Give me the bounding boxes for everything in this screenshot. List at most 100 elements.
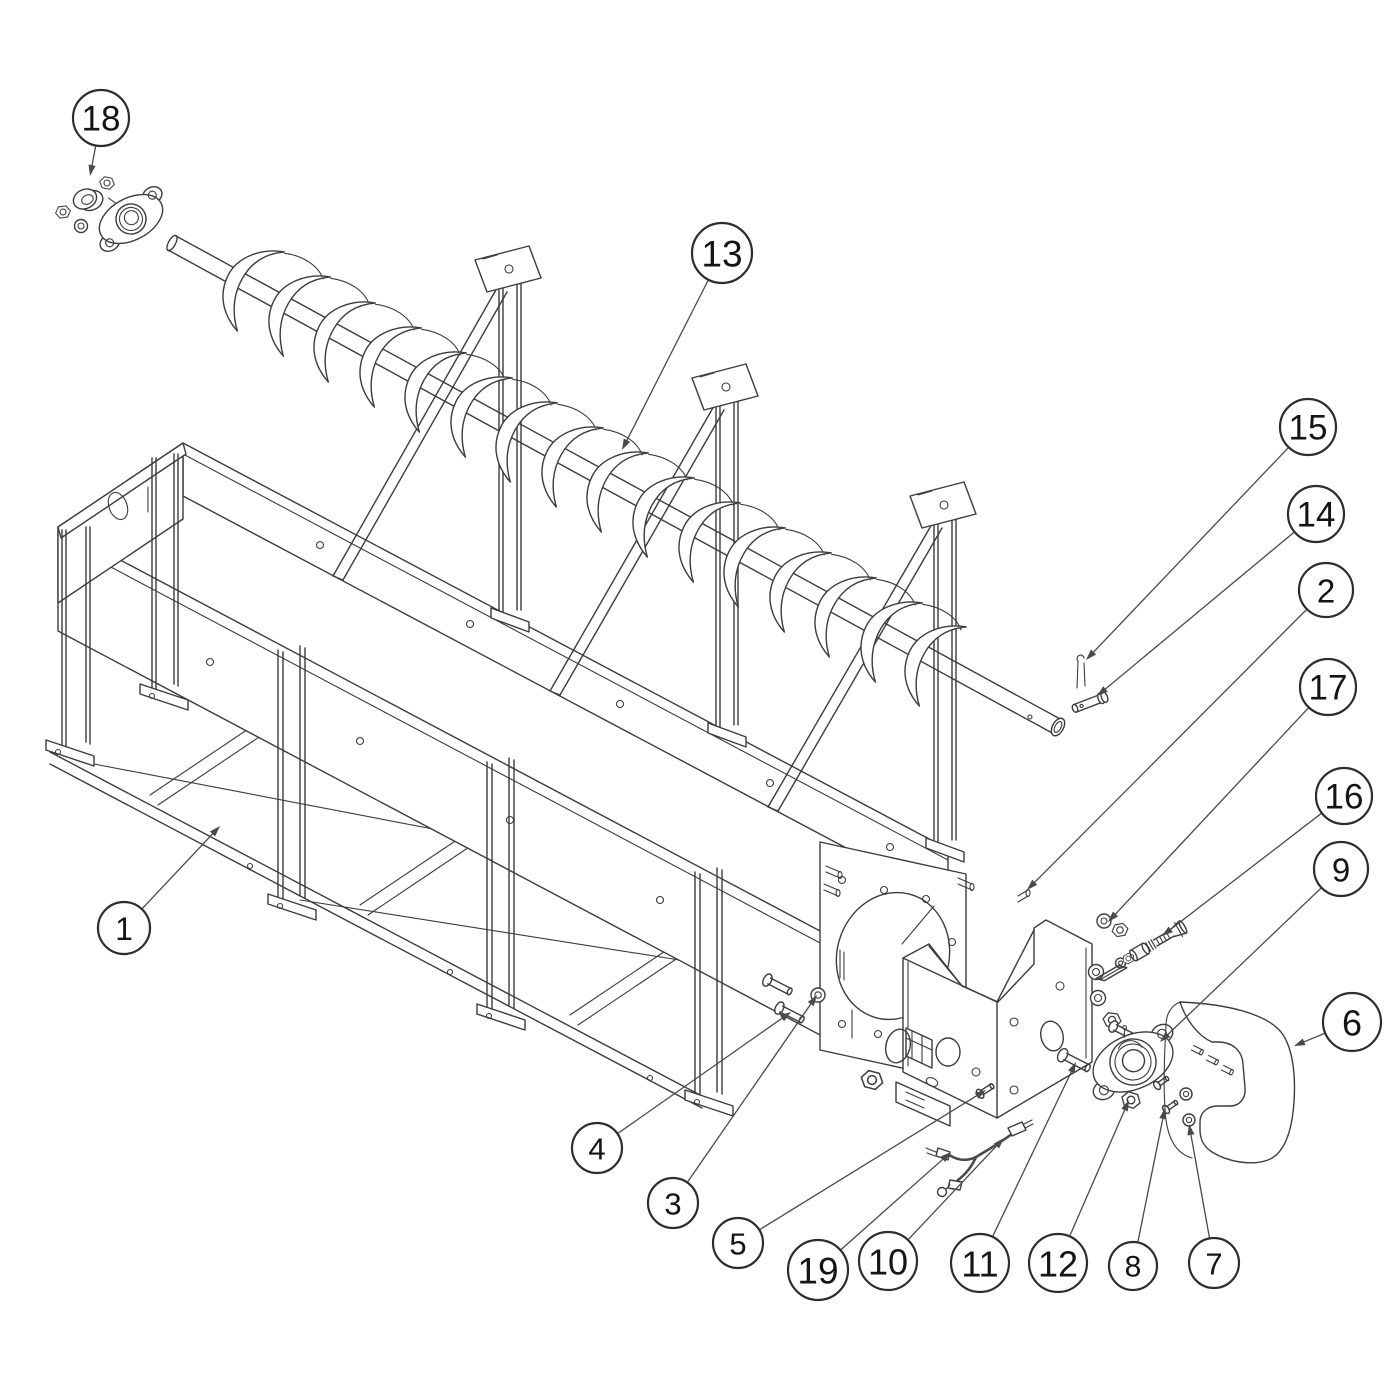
leader-line <box>1032 608 1308 885</box>
motor-cover <box>1163 1001 1296 1164</box>
channel-leg <box>476 757 526 1031</box>
callout-balloon <box>1312 840 1370 898</box>
leader-line <box>90 145 97 169</box>
callout-number: 14 <box>1297 496 1336 535</box>
leader-line <box>1165 887 1322 1037</box>
carriage-bolt <box>762 973 793 996</box>
auger-bearing-kit <box>54 175 164 252</box>
leader-line <box>1137 1115 1165 1243</box>
support-stand <box>549 363 759 748</box>
clevis-pin <box>1071 691 1109 713</box>
leader-arrowhead <box>1097 686 1108 696</box>
leader-line <box>686 1001 813 1183</box>
cover-depth-edge <box>1163 1001 1193 1159</box>
leader-arrowhead <box>1187 1124 1195 1136</box>
callout-8: 8 <box>1107 1108 1167 1292</box>
callout-14: 14 <box>1097 484 1346 696</box>
callout-balloon <box>690 221 754 285</box>
leader-arrowhead <box>1027 879 1038 890</box>
callout-number: 16 <box>1325 778 1364 817</box>
side-face-hole <box>1040 1020 1064 1052</box>
callout-12: 12 <box>1027 1100 1129 1294</box>
end-panel-slot-hole <box>107 491 129 521</box>
callout-balloon <box>96 900 152 956</box>
self-tap-screw <box>1152 1075 1170 1091</box>
callout-16: 16 <box>1162 766 1374 936</box>
callout-number: 19 <box>797 1251 838 1292</box>
rail-hole <box>646 1074 654 1082</box>
hex-nut <box>1110 922 1130 938</box>
breakaway-connector-assembly <box>1095 920 1188 982</box>
shaft-tube-bore <box>1053 720 1063 734</box>
callout-6: 6 <box>1294 991 1383 1053</box>
cover-body <box>1179 1001 1296 1164</box>
leader-arrowhead <box>993 1138 1004 1149</box>
leader-arrowhead <box>88 164 96 176</box>
callout-balloon <box>1107 1240 1159 1292</box>
callout-number: 3 <box>664 1187 681 1222</box>
diagonal-brace <box>93 763 693 963</box>
leader-arrowhead <box>1159 1108 1167 1120</box>
panel-hole <box>205 657 215 667</box>
callout-balloon <box>1278 397 1338 457</box>
flange-bearing-lower <box>1092 1023 1174 1101</box>
leader-arrowhead <box>209 826 220 837</box>
leader-arrowhead <box>1121 1100 1129 1112</box>
callout-balloon <box>711 1216 765 1270</box>
callout-number: 12 <box>1038 1244 1078 1285</box>
leader-arrowhead <box>779 1012 791 1022</box>
callout-number: 7 <box>1205 1247 1222 1282</box>
leader-line <box>758 1093 980 1231</box>
callout-number: 4 <box>588 1132 605 1167</box>
panel-hole <box>655 895 665 905</box>
washer <box>73 218 89 234</box>
callout-number: 2 <box>1317 573 1335 610</box>
callout-7: 7 <box>1187 1124 1241 1290</box>
leader-line <box>617 1016 785 1135</box>
callout-3: 3 <box>646 995 817 1230</box>
callout-balloon <box>1286 484 1346 544</box>
callout-13: 13 <box>622 221 754 450</box>
leader-arrowhead <box>1086 649 1097 660</box>
callout-balloon <box>1298 657 1358 717</box>
shaft-end-pins <box>1071 654 1109 713</box>
leader-line <box>1091 446 1290 655</box>
channel-leg <box>267 645 317 921</box>
callout-number: 1 <box>115 911 133 947</box>
leader-line <box>840 1156 946 1251</box>
leader-arrowhead <box>1108 911 1119 922</box>
callout-number: 17 <box>1309 669 1348 708</box>
auger-assembly <box>166 232 1066 737</box>
mount-box-edges <box>902 929 1035 1119</box>
callout-number: 6 <box>1342 1003 1362 1044</box>
support-stands <box>332 245 977 863</box>
leader-line <box>907 1143 999 1241</box>
hex-nut <box>858 1068 886 1092</box>
leader-arrowhead <box>1294 1038 1306 1046</box>
shaft-end-cap <box>166 234 178 252</box>
left-end-rim <box>57 442 187 539</box>
leader-line <box>1068 1107 1127 1237</box>
callout-19: 19 <box>786 1152 951 1302</box>
callout-4: 4 <box>570 1012 791 1175</box>
callout-17: 17 <box>1108 657 1358 922</box>
leader-arrowhead <box>1068 1062 1076 1074</box>
callout-9: 9 <box>1160 840 1370 1042</box>
panel-hole <box>615 699 625 709</box>
callout-number: 13 <box>701 234 742 275</box>
callout-balloon <box>646 1176 700 1230</box>
motor-mount-box <box>884 888 1093 1127</box>
washer-hole <box>77 222 85 230</box>
plate-studs <box>823 865 975 898</box>
channel-leg <box>45 526 95 767</box>
callout-number: 10 <box>868 1242 908 1283</box>
leader-arrowhead <box>974 1090 986 1099</box>
callout-balloon <box>1321 991 1383 1053</box>
panel-hole <box>885 842 895 852</box>
leader-line <box>1301 1032 1326 1044</box>
carriage-bolt <box>1056 1047 1091 1073</box>
hex-nut <box>54 204 72 220</box>
callout-10: 10 <box>857 1138 1004 1292</box>
